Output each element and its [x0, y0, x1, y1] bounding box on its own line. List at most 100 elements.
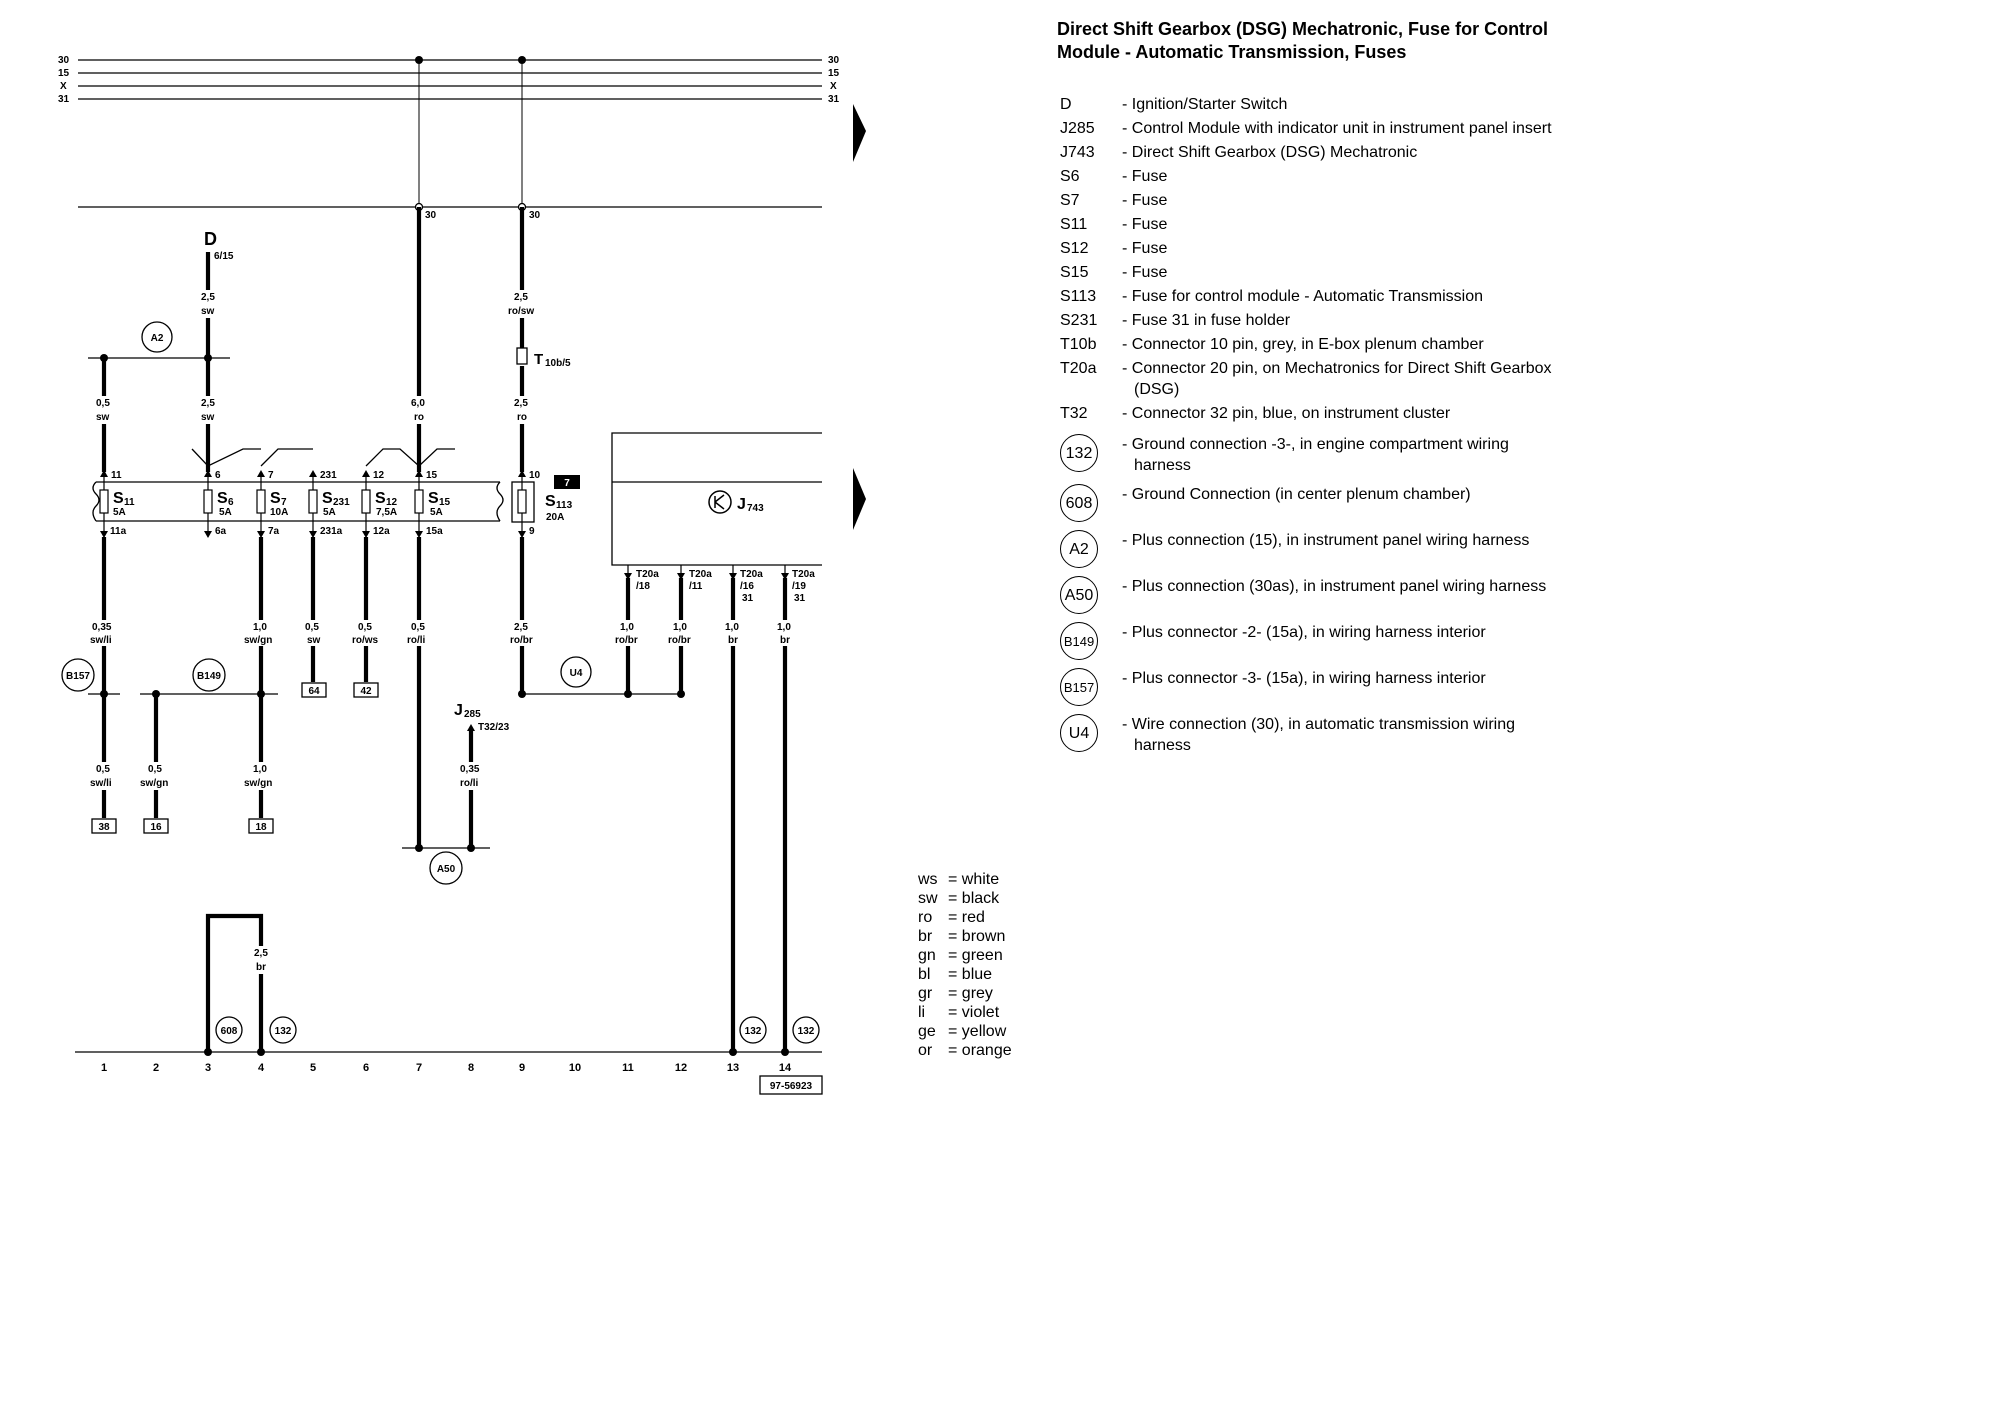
- bus-label-15-right: 15: [828, 68, 840, 79]
- svg-text:ro/br: ro/br: [615, 635, 638, 646]
- svg-text:285: 285: [464, 709, 481, 720]
- legend-item: S11- Fuse: [1060, 216, 1168, 233]
- svg-text:T20a: T20a: [792, 569, 815, 580]
- svg-text:15: 15: [426, 470, 438, 481]
- continuation-arrow-icon: [853, 468, 866, 530]
- svg-text:743: 743: [747, 503, 764, 514]
- svg-text:0,5: 0,5: [305, 622, 319, 633]
- svg-text:sw: sw: [307, 635, 321, 646]
- svg-text:T32/23: T32/23: [478, 722, 510, 733]
- svg-text:ro/sw: ro/sw: [508, 306, 534, 317]
- wiring-diagram: 30 15 X 31 30 15 X 31 30 30 D 6/15: [58, 55, 866, 1095]
- current-track-numbers: 1 2 3 4 5 6 7 8 9 10 11 12 13 14: [101, 1062, 792, 1074]
- svg-text:231a: 231a: [320, 526, 343, 537]
- svg-text:T20a: T20a: [689, 569, 712, 580]
- ground-connection-icon: 132: [1060, 434, 1098, 472]
- plus-connection-icon: A50: [1060, 576, 1098, 614]
- thick-wires: [101, 207, 788, 1052]
- svg-text:7,5A: 7,5A: [376, 507, 397, 518]
- legend-circle-item: B157- Plus connector -3- (15a), in wirin…: [1060, 668, 1560, 706]
- connection-b157: B157: [61, 658, 95, 692]
- svg-text:6: 6: [363, 1062, 369, 1074]
- svg-text:5: 5: [310, 1062, 316, 1074]
- wire-connection-icon: U4: [1060, 714, 1098, 752]
- svg-text:ro: ro: [414, 412, 424, 423]
- svg-text:0,5: 0,5: [96, 764, 110, 775]
- mechatronic-j743: J 743: [611, 432, 822, 566]
- svg-text:12: 12: [386, 497, 398, 508]
- svg-text:18: 18: [255, 822, 267, 833]
- svg-text:T20a: T20a: [740, 569, 763, 580]
- color-key-item: bl= blue: [918, 966, 993, 983]
- svg-text:7: 7: [268, 470, 274, 481]
- control-unit-icon: [708, 490, 732, 514]
- color-key-item: br= brown: [918, 928, 1006, 945]
- ground-132: 132: [739, 1016, 767, 1044]
- reference-boxes: 64 42 38 16 18: [91, 682, 379, 834]
- legend-item: T20a- Connector 20 pin, on Mechatronics …: [1060, 360, 1552, 398]
- svg-text:/18: /18: [636, 581, 650, 592]
- legend-circle-item: A2- Plus connection (15), in instrument …: [1060, 530, 1560, 568]
- legend-circle-item: 132- Ground connection -3-, in engine co…: [1060, 434, 1560, 476]
- svg-text:sw/li: sw/li: [90, 778, 112, 789]
- legend-item: S231- Fuse 31 in fuse holder: [1060, 312, 1291, 329]
- legend-item: S12- Fuse: [1060, 240, 1168, 257]
- svg-text:2: 2: [153, 1062, 159, 1074]
- legend-item: J743- Direct Shift Gearbox (DSG) Mechatr…: [1060, 144, 1418, 161]
- color-key-item: gn= green: [918, 947, 1003, 964]
- fuse-box: [92, 481, 504, 522]
- svg-text:6,0: 6,0: [411, 398, 425, 409]
- connection-a50: A50: [429, 851, 463, 885]
- svg-text:2,5: 2,5: [514, 622, 528, 633]
- legend-circle-item: B149- Plus connector -2- (15a), in wirin…: [1060, 622, 1560, 660]
- color-key-item: gr= grey: [918, 985, 993, 1002]
- svg-text:/16: /16: [740, 581, 754, 592]
- svg-text:/19: /19: [792, 581, 806, 592]
- legend-item: J285- Control Module with indicator unit…: [1060, 120, 1552, 137]
- svg-text:2,5: 2,5: [514, 292, 528, 303]
- color-key-item: ws= white: [918, 871, 1000, 888]
- fuse-elements: [99, 489, 527, 514]
- wire-labels: 2,5sw 0,5sw 2,5sw 6,0ro 2,5ro/sw 2,5ro 0…: [90, 292, 791, 973]
- svg-text:0,35: 0,35: [460, 764, 480, 775]
- ground-132: 132: [269, 1016, 297, 1044]
- junction-dots: [100, 354, 789, 1056]
- svg-text:11: 11: [111, 470, 122, 481]
- bus-label-x-right: X: [830, 81, 837, 92]
- svg-text:sw/gn: sw/gn: [244, 635, 272, 646]
- control-module-j285: J 285 T32/23: [454, 702, 510, 733]
- svg-text:5A: 5A: [323, 507, 336, 518]
- svg-text:1,0: 1,0: [725, 622, 739, 633]
- svg-text:S: S: [375, 490, 386, 507]
- color-key-item: sw= black: [918, 890, 1000, 907]
- svg-text:2,5: 2,5: [201, 292, 215, 303]
- bus-label-31-right: 31: [828, 94, 840, 105]
- svg-text:608: 608: [221, 1026, 238, 1037]
- component-legend: D- Ignition/Starter Switch J285- Control…: [1060, 94, 1560, 764]
- connection-b149: B149: [192, 658, 226, 692]
- svg-text:0,5: 0,5: [358, 622, 372, 633]
- svg-text:B157: B157: [66, 671, 90, 682]
- wire-color-key: ws= white sw= black ro= red br= brown gn…: [918, 870, 1048, 1060]
- svg-text:9: 9: [529, 526, 535, 537]
- svg-text:0,5: 0,5: [96, 398, 110, 409]
- svg-text:4: 4: [258, 1062, 265, 1074]
- svg-text:ro/li: ro/li: [460, 778, 479, 789]
- ignition-switch-label: D: [204, 229, 217, 249]
- svg-text:0,5: 0,5: [148, 764, 162, 775]
- diagram-number-box: [759, 1075, 823, 1095]
- svg-text:br: br: [780, 635, 790, 646]
- svg-text:2,5: 2,5: [201, 398, 215, 409]
- svg-text:1,0: 1,0: [253, 622, 267, 633]
- svg-text:10A: 10A: [270, 507, 288, 518]
- svg-text:13: 13: [727, 1062, 739, 1074]
- svg-text:A50: A50: [437, 864, 456, 875]
- connector-t10b-pin: 10b/5: [545, 358, 571, 369]
- svg-text:sw/gn: sw/gn: [244, 778, 272, 789]
- svg-text:A2: A2: [151, 333, 164, 344]
